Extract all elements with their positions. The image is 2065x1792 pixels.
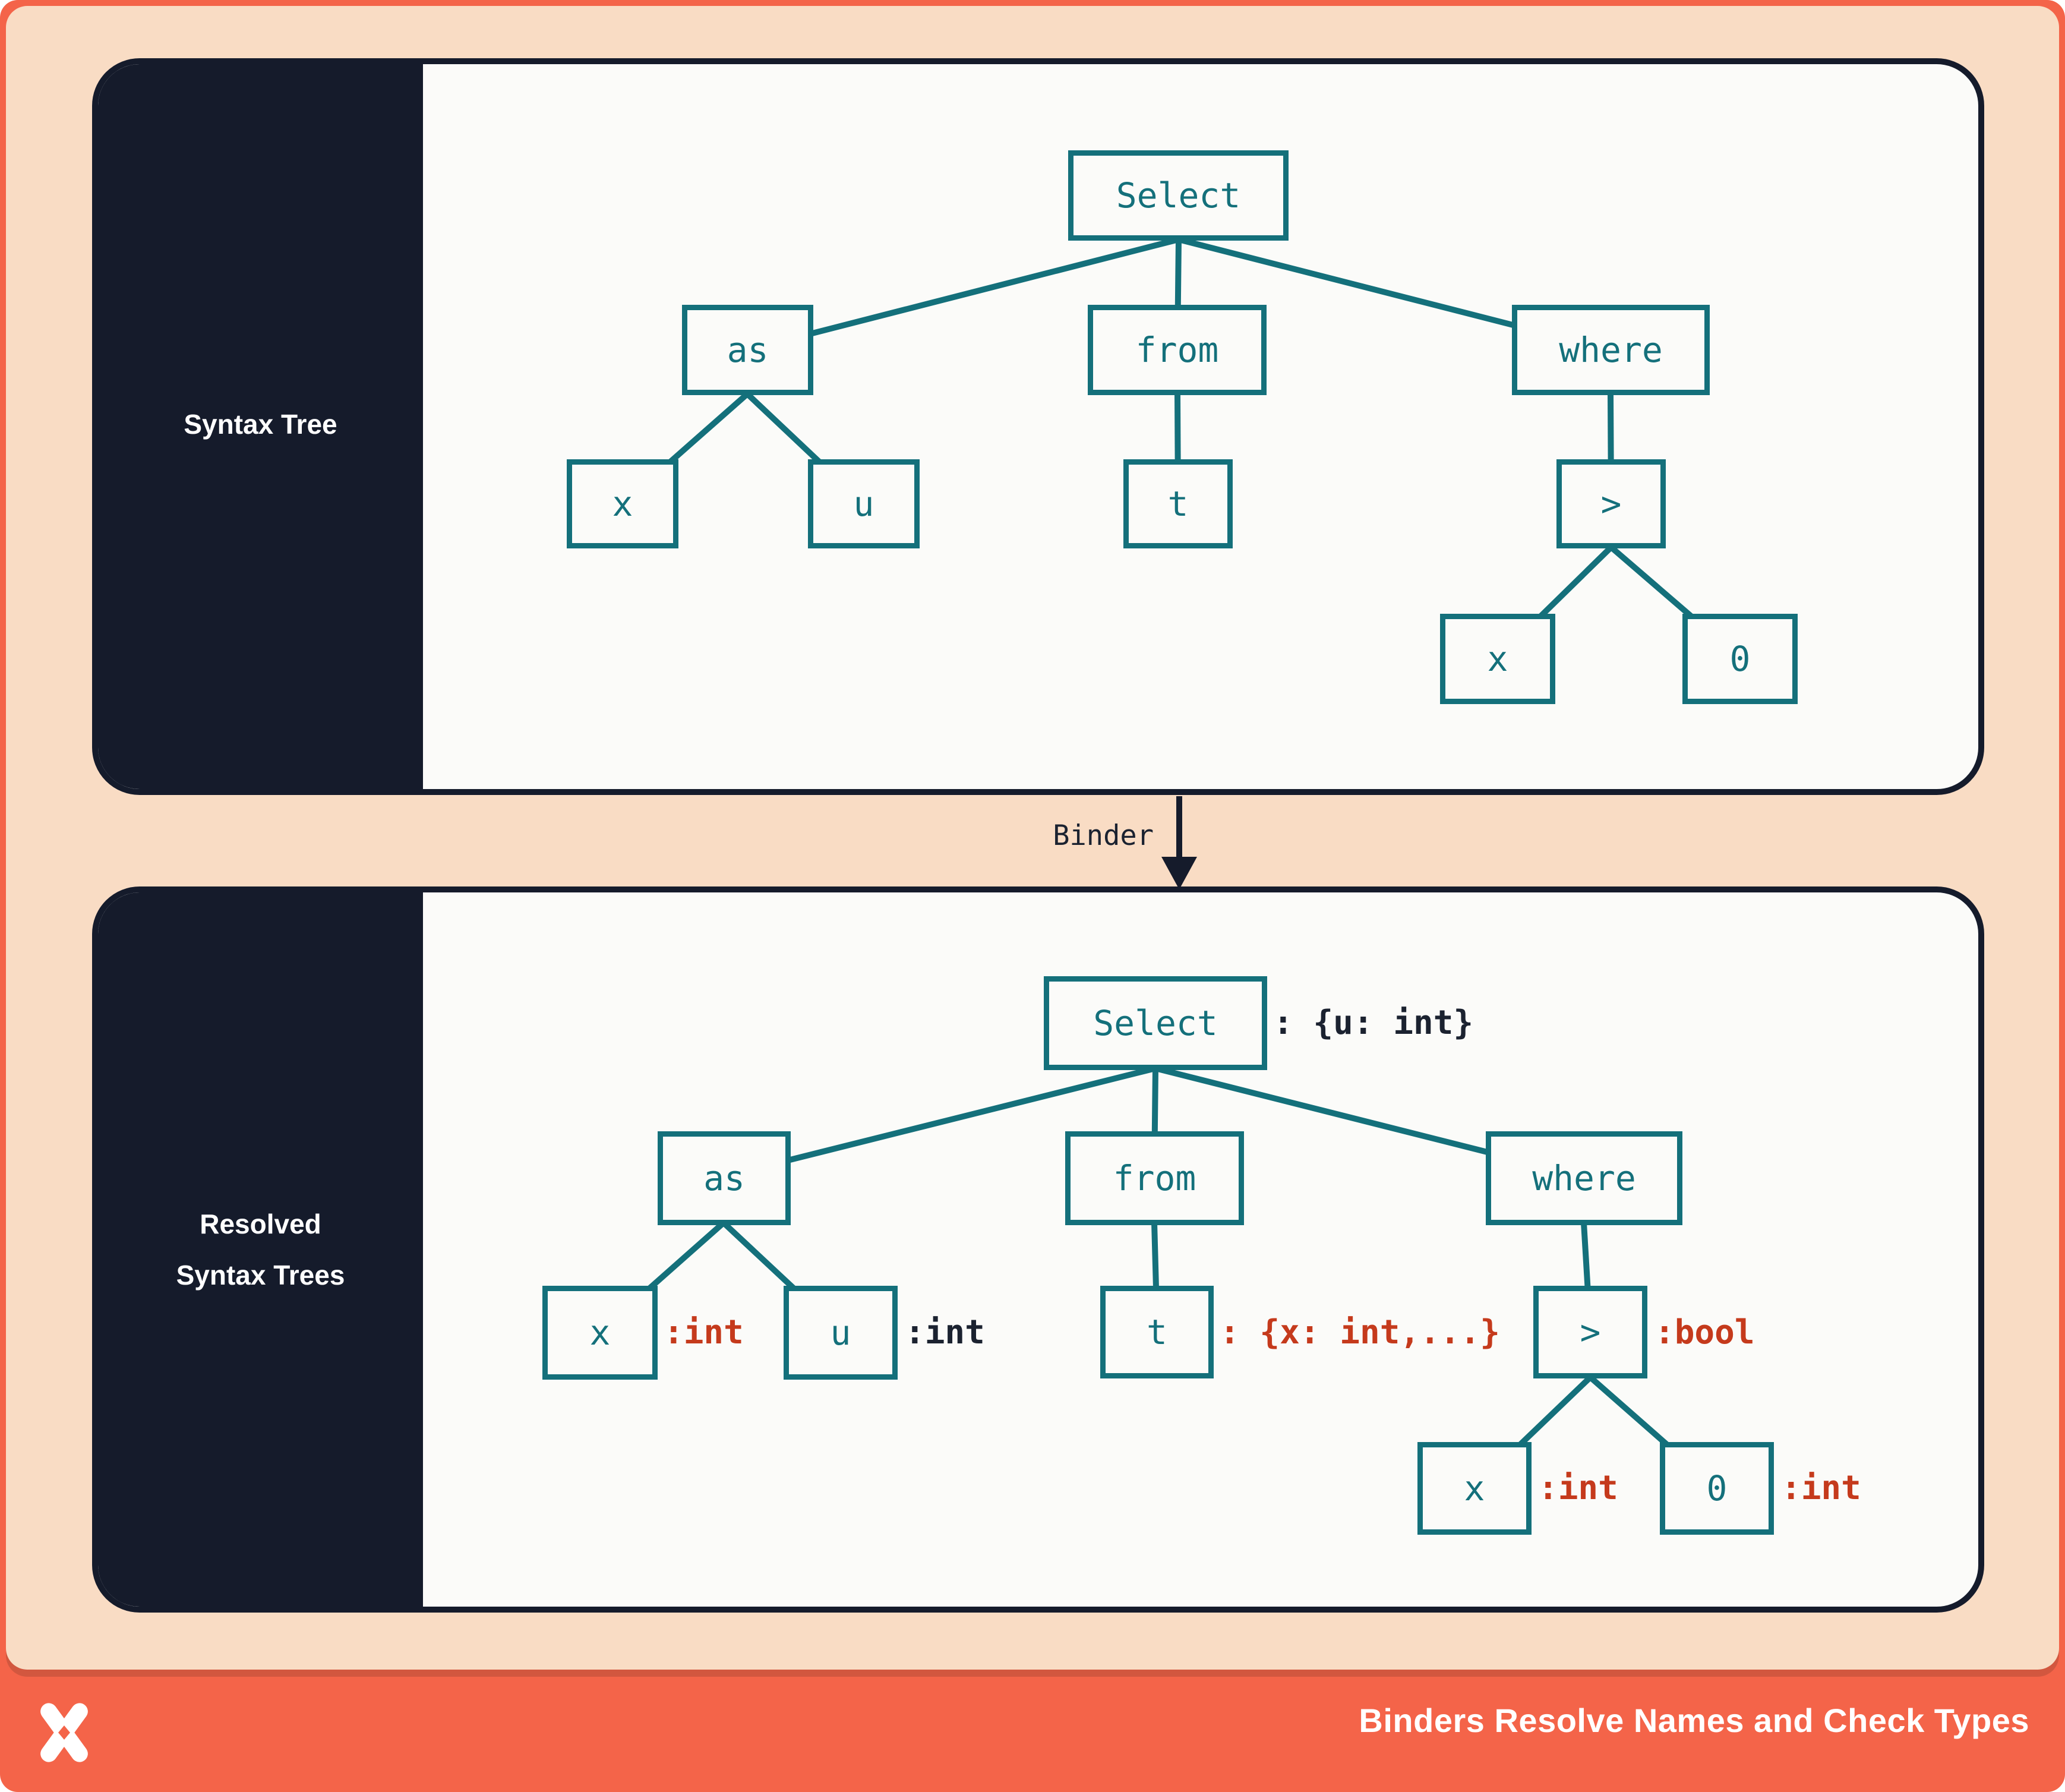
resolved-node-gt: > [1533,1286,1647,1378]
type-annotation-gt: :bool [1654,1313,1755,1352]
tree-node-gt: > [1556,459,1666,548]
resolved-node-zero: 0 [1660,1442,1774,1535]
tree-node-from: from [1088,305,1267,395]
resolved-node-t: t [1100,1286,1214,1378]
tree-node-x-right: x [1440,614,1555,704]
brand-x-logo-icon [40,1703,88,1762]
tree-node-x-left: x [567,459,678,548]
resolved-node-x-right: x [1417,1442,1532,1535]
tree-node-where: where [1512,305,1710,395]
tree-node-u: u [808,459,920,548]
type-annotation-x-left: :int [664,1313,744,1352]
panel-title-syntax-tree: Syntax Tree [184,409,337,440]
syntax-tree-panel-sidebar: Syntax Tree [98,64,423,789]
type-annotation-x-right: :int [1538,1469,1618,1507]
binder-label: Binder [1053,819,1154,852]
resolved-node-u: u [784,1286,898,1380]
type-annotation-select: : {u: int} [1273,1004,1474,1042]
tree-node-zero: 0 [1682,614,1798,704]
syntax-tree-panel: Syntax Tree [92,58,1984,795]
resolved-panel-sidebar: Resolved Syntax Trees [98,892,423,1607]
resolved-node-x-left: x [542,1286,658,1380]
type-annotation-zero: :int [1781,1469,1861,1507]
binder-arrow [1161,796,1197,889]
type-annotation-u: :int [905,1313,985,1352]
panel-title-line1: Resolved [200,1209,321,1239]
footer-title: Binders Resolve Names and Check Types [1359,1702,2029,1739]
resolved-node-as: as [658,1131,791,1225]
tree-node-select: Select [1068,150,1289,241]
panel-title-line2: Syntax Trees [176,1260,345,1291]
tree-node-t: t [1123,459,1233,548]
resolved-node-select: Select [1044,976,1267,1070]
tree-node-as: as [682,305,813,395]
resolved-node-where: where [1486,1131,1682,1225]
resolved-node-from: from [1065,1131,1244,1225]
footer-bar: Binders Resolve Names and Check Types [0,1670,2065,1792]
panel-title-resolved: Resolved Syntax Trees [98,1198,423,1301]
type-annotation-t: : {x: int,...} [1220,1313,1501,1352]
